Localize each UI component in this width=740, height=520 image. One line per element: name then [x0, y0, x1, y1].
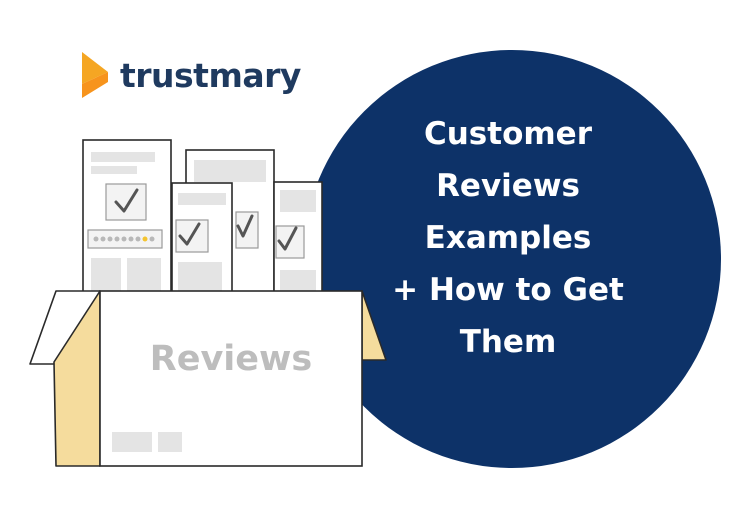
box-right-flap [361, 290, 387, 361]
trustmary-chevron-logo-icon [82, 52, 108, 98]
checkmark-icon [178, 222, 201, 246]
headline-circle [303, 50, 721, 468]
star-rating-icon [93, 236, 155, 242]
headline-line-5: Them [459, 324, 557, 360]
headline-line-2: Reviews [436, 168, 580, 204]
box-sticker [112, 432, 152, 452]
brand-name: trustmary [120, 55, 301, 95]
checkmark-icon [277, 226, 298, 251]
headline-line-4: + How to Get [392, 272, 624, 308]
checkmark-icon [114, 188, 139, 213]
box-sticker [158, 432, 182, 452]
document-icon [273, 181, 323, 311]
document-icon [171, 182, 233, 311]
headline: Customer Reviews Examples + How to Get T… [370, 108, 646, 368]
brand-logo-group: trustmary [78, 50, 301, 100]
headline-line-1: Customer [423, 116, 592, 152]
headline-line-3: Examples [424, 220, 592, 256]
box-label: Reviews [149, 339, 313, 379]
document-icon [82, 139, 172, 311]
checkmark-icon [236, 214, 254, 238]
